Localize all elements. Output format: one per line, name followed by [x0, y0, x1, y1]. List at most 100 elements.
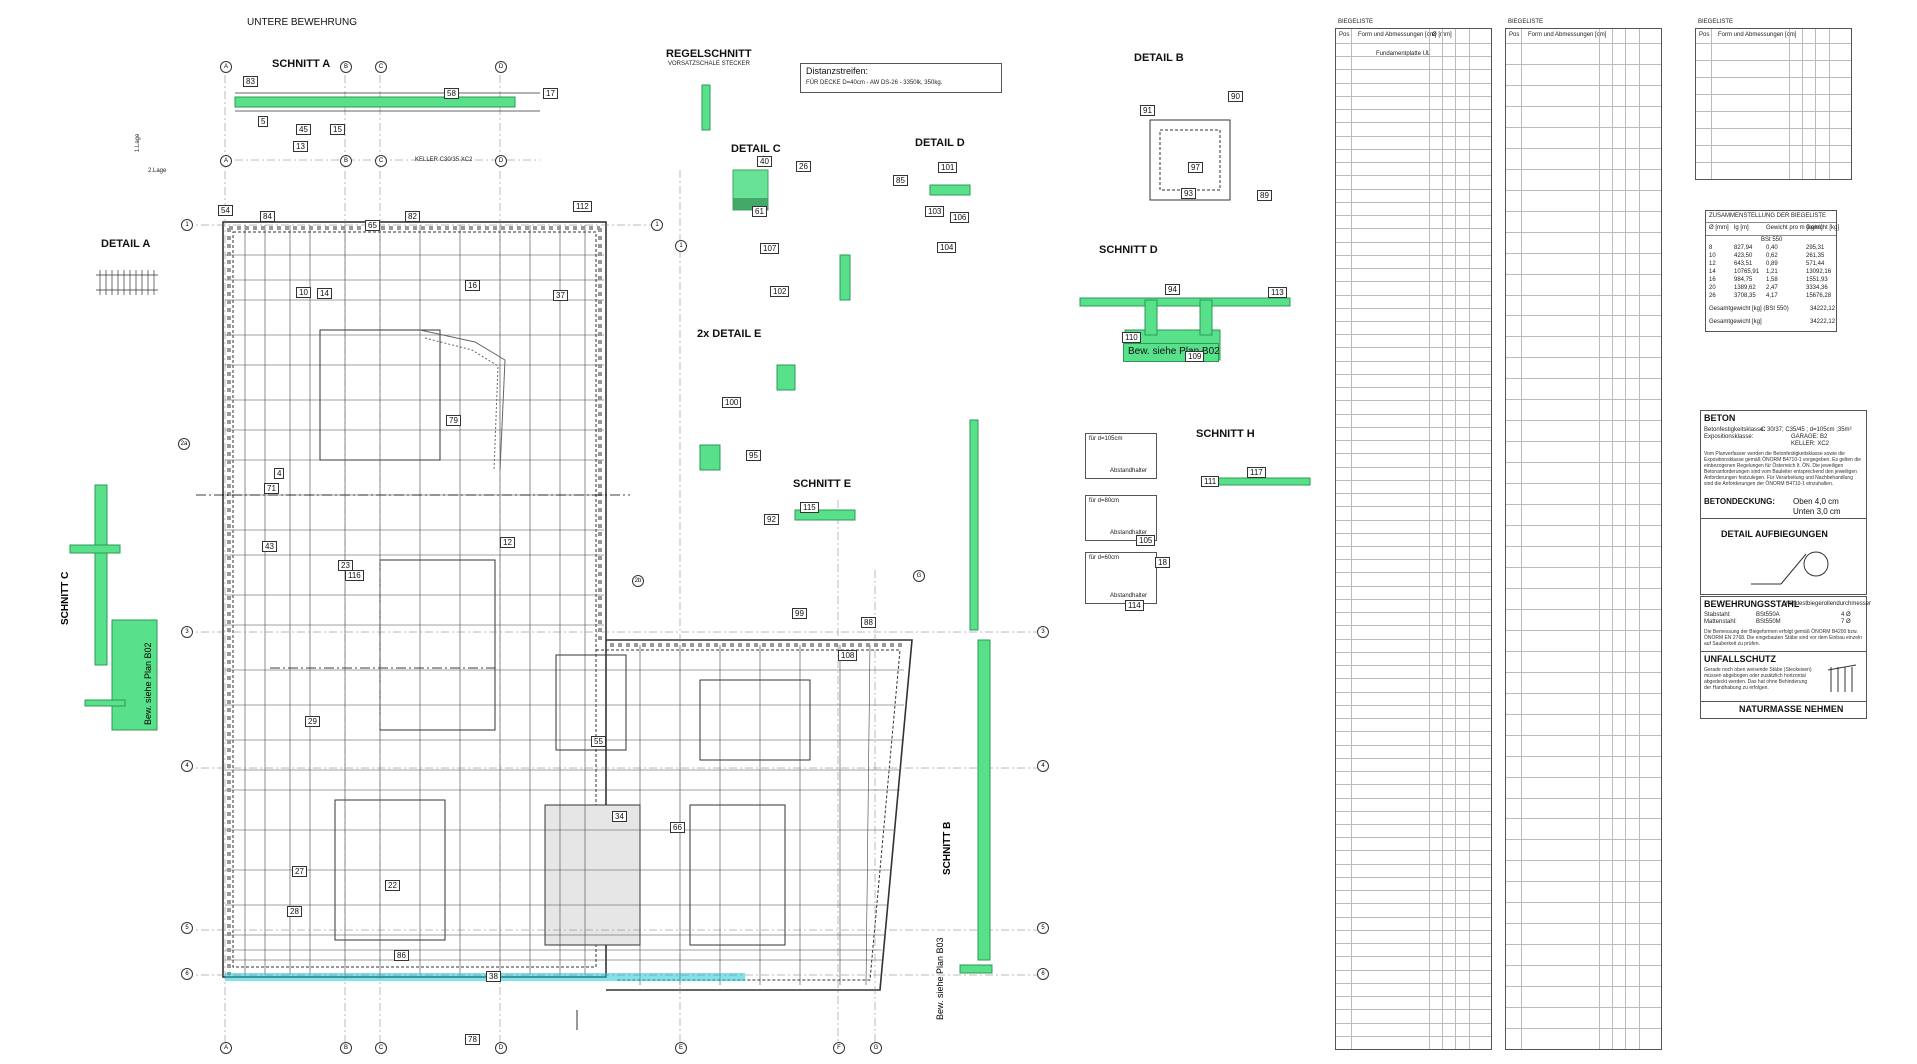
- biegeliste-row: [1336, 440, 1491, 442]
- naturmasse-label: NATURMASSE NEHMEN: [1739, 704, 1844, 714]
- axis-F-bottom: F: [833, 1042, 845, 1054]
- biegeliste-head-d-1: Ø [mm]: [1432, 32, 1452, 38]
- biegeliste-row: [1336, 56, 1491, 58]
- biegeliste-row: [1696, 111, 1851, 112]
- biegeliste-row: [1336, 665, 1491, 667]
- biegeliste-row: [1336, 929, 1491, 931]
- bewehrungsstahl-mattenstahl-value: BSt550M: [1756, 619, 1781, 625]
- bew-plan-b02-vertical: Bew. siehe Plan B02: [143, 642, 153, 725]
- biegeliste-row: [1336, 413, 1491, 415]
- beton-expo-keller: KELLER: XC2: [1791, 441, 1830, 447]
- axis-C-bottom: C: [375, 1042, 387, 1054]
- position-marker: 111: [1201, 476, 1220, 487]
- biegeliste-row: [1506, 818, 1661, 820]
- biegeliste-row: [1506, 357, 1661, 359]
- schnitt-h-title: SCHNITT H: [1196, 428, 1255, 440]
- biegeliste-row: [1336, 784, 1491, 786]
- biegeliste-row: [1336, 122, 1491, 124]
- position-marker: 106: [950, 212, 970, 223]
- biegeliste-row: [1506, 315, 1661, 317]
- position-marker: 94: [1165, 284, 1180, 295]
- biegeliste-row: [1506, 902, 1661, 904]
- position-marker: 55: [591, 736, 606, 747]
- biegeliste-row: [1506, 965, 1661, 967]
- axis-3-left: 3: [181, 626, 193, 638]
- biegeliste-row: [1336, 254, 1491, 256]
- position-marker: 14: [317, 288, 332, 299]
- regelschnitt-subtitle: VORSATZSCHALE STECKER: [668, 61, 750, 67]
- zusammenstellung-cell: 20: [1709, 285, 1716, 291]
- position-marker: 43: [262, 541, 277, 552]
- unfallschutz-sketch: [1827, 664, 1857, 692]
- biegeliste-row: [1506, 986, 1661, 988]
- biegeliste-head-form-2: Form und Abmessungen [cm]: [1528, 32, 1607, 38]
- biegeliste-row: [1506, 168, 1661, 170]
- biegeliste-row: [1336, 241, 1491, 243]
- biegeliste-col1: BIEGELISTE Pos Form und Abmessungen [cm]…: [1335, 19, 1492, 1050]
- beton-title: BETON: [1704, 413, 1736, 423]
- biegeliste-row: [1336, 201, 1491, 203]
- position-marker: 105: [1136, 535, 1156, 546]
- biegeliste-row: [1506, 923, 1661, 925]
- position-marker: 66: [670, 822, 685, 833]
- beton-text: Vom Planverfasser werden die Betonfestig…: [1704, 451, 1862, 487]
- zusammenstellung-table: ZUSAMMENSTELLUNG DER BIEGELISTE Ø [mm]lg…: [1705, 210, 1839, 332]
- axis-2b-right: 2b: [632, 575, 644, 587]
- zusammenstellung-cell: 261,35: [1806, 253, 1825, 259]
- zusammenstellung-cell: 10765,91: [1734, 269, 1760, 275]
- biegeliste-row: [1336, 400, 1491, 402]
- axis-1-right: 1: [651, 219, 663, 231]
- biegeliste-row: [1506, 839, 1661, 841]
- biegeliste-row: [1336, 506, 1491, 508]
- schnitt-a-title: SCHNITT A: [272, 58, 331, 70]
- position-marker: 89: [1257, 190, 1272, 201]
- abstand-label-80: Abstandhalter: [1110, 530, 1148, 536]
- axis-2a-left: 2a: [178, 438, 190, 450]
- distanz-line: FÜR DECKE D=40cm - AW DS-26 - 3350lk, 35…: [806, 80, 943, 86]
- beton-klasse-value: C 30/37; C35/45 ; d=105cm ;35m³: [1761, 427, 1852, 433]
- plan-drawing: [69, 75, 1311, 1045]
- zusammenstellung-cell: 4,17: [1766, 293, 1778, 299]
- biegeliste-row: [1506, 671, 1661, 673]
- biegeliste-row: [1696, 162, 1851, 163]
- biegeliste-row: [1336, 943, 1491, 945]
- biegeliste-row: [1506, 189, 1661, 191]
- zusammenstellung-head-cell: Gewicht pro m [kg/m]: [1766, 225, 1823, 231]
- biegeliste-row: [1506, 378, 1661, 380]
- position-marker: 88: [861, 617, 876, 628]
- bew-plan-b02-box: Bew. siehe Plan B02: [1123, 343, 1220, 362]
- zusammenstellung-head-cell: Ø [mm]: [1709, 225, 1729, 231]
- abstand-box-60: für d=60cm Abstandhalter: [1085, 552, 1157, 604]
- axis-B-top2: B: [340, 155, 352, 167]
- biegeliste-row: [1336, 307, 1491, 309]
- position-marker: 85: [893, 175, 908, 186]
- biegeliste-row: [1696, 94, 1851, 95]
- position-marker: 93: [1181, 188, 1196, 199]
- lage-2: 2.Lage: [148, 168, 167, 174]
- biegeliste-row: [1506, 63, 1661, 65]
- axis-5-right: 5: [1037, 922, 1049, 934]
- position-marker: 10: [296, 287, 311, 298]
- zusammenstellung-cell: 10: [1709, 253, 1716, 259]
- biegeliste-row: [1336, 466, 1491, 468]
- biegeliste-row: [1336, 850, 1491, 852]
- position-marker: 16: [465, 280, 480, 291]
- position-marker: 102: [770, 286, 790, 297]
- biegeliste-row: [1506, 483, 1661, 485]
- biegeliste-row: [1336, 479, 1491, 481]
- biegeliste-row: [1336, 1035, 1491, 1037]
- position-marker: 38: [486, 971, 501, 982]
- position-marker: 95: [746, 450, 761, 461]
- naturmasse-box: NATURMASSE NEHMEN: [1700, 701, 1867, 719]
- biegeliste-row: [1506, 692, 1661, 694]
- biegeliste-row: [1336, 109, 1491, 111]
- zusammenstellung-cell: 984,75: [1734, 277, 1753, 283]
- biegeliste-row: [1336, 268, 1491, 270]
- biegeliste-row: [1336, 228, 1491, 230]
- position-marker: 90: [1228, 91, 1243, 102]
- biegeliste-row: [1336, 532, 1491, 534]
- zusammenstellung-cell: 1551,93: [1806, 277, 1828, 283]
- position-marker: 37: [553, 290, 568, 301]
- bottom-edge-strip: [225, 973, 745, 981]
